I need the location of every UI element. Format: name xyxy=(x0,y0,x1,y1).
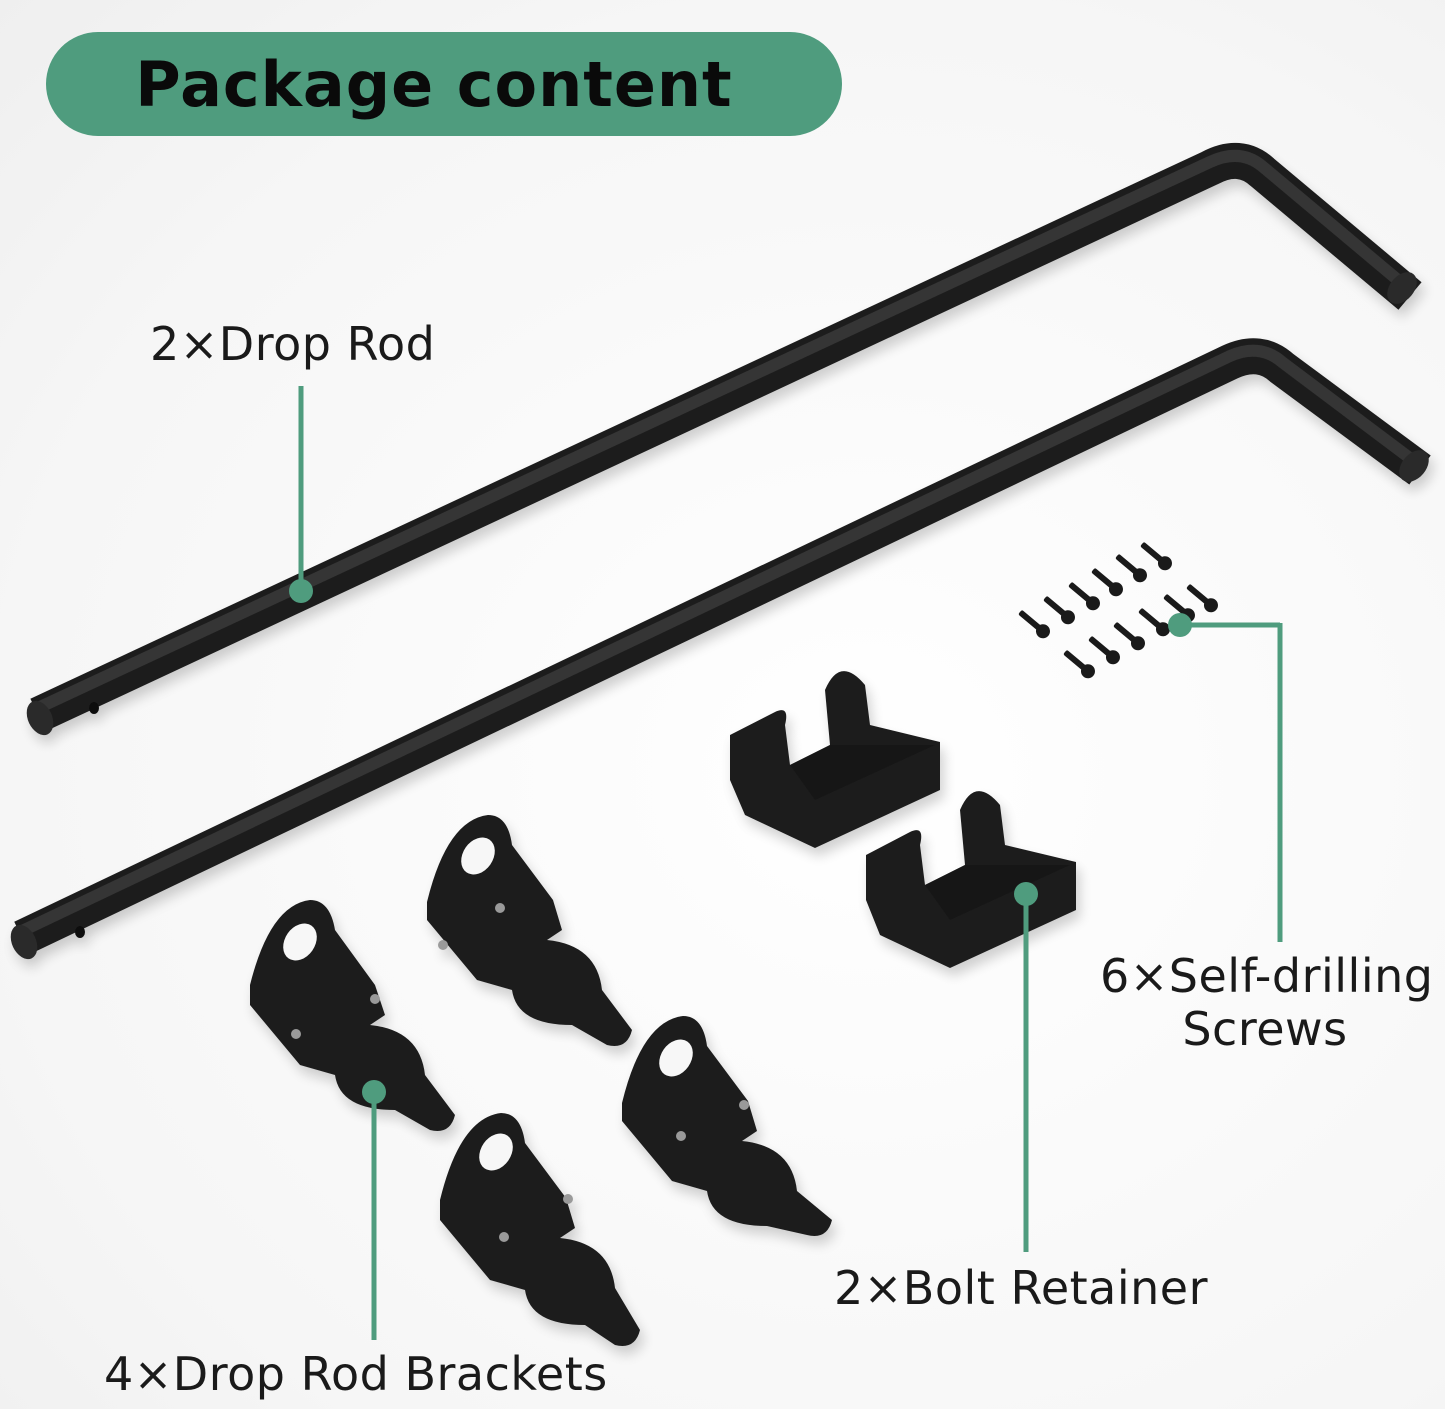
label-bolt-retainer: 2×Bolt Retainer xyxy=(834,1261,1209,1315)
bracket-3 xyxy=(622,1016,832,1236)
label-self-drilling-screws: 6×Self-drilling Screws xyxy=(1100,949,1434,1056)
label-drop-rod-brackets: 4×Drop Rod Brackets xyxy=(104,1347,608,1401)
drop-rod-2 xyxy=(10,338,1431,960)
bracket-4 xyxy=(440,1113,640,1346)
drop-rod-1 xyxy=(26,143,1422,736)
drop-rod-brackets xyxy=(250,815,832,1346)
label-screws-line2: Screws xyxy=(1182,1001,1348,1056)
title-banner: Package content xyxy=(46,32,842,136)
screws xyxy=(1018,542,1218,679)
label-screws-line1: 6×Self-drilling xyxy=(1100,949,1434,1003)
label-drop-rod: 2×Drop Rod xyxy=(150,317,436,371)
bolt-retainer-1 xyxy=(730,671,940,848)
bolt-retainer-2 xyxy=(866,791,1076,968)
bracket-2 xyxy=(427,815,632,1046)
page-title: Package content xyxy=(135,47,733,121)
callout-lines xyxy=(289,386,1283,1340)
bracket-1 xyxy=(250,900,455,1131)
